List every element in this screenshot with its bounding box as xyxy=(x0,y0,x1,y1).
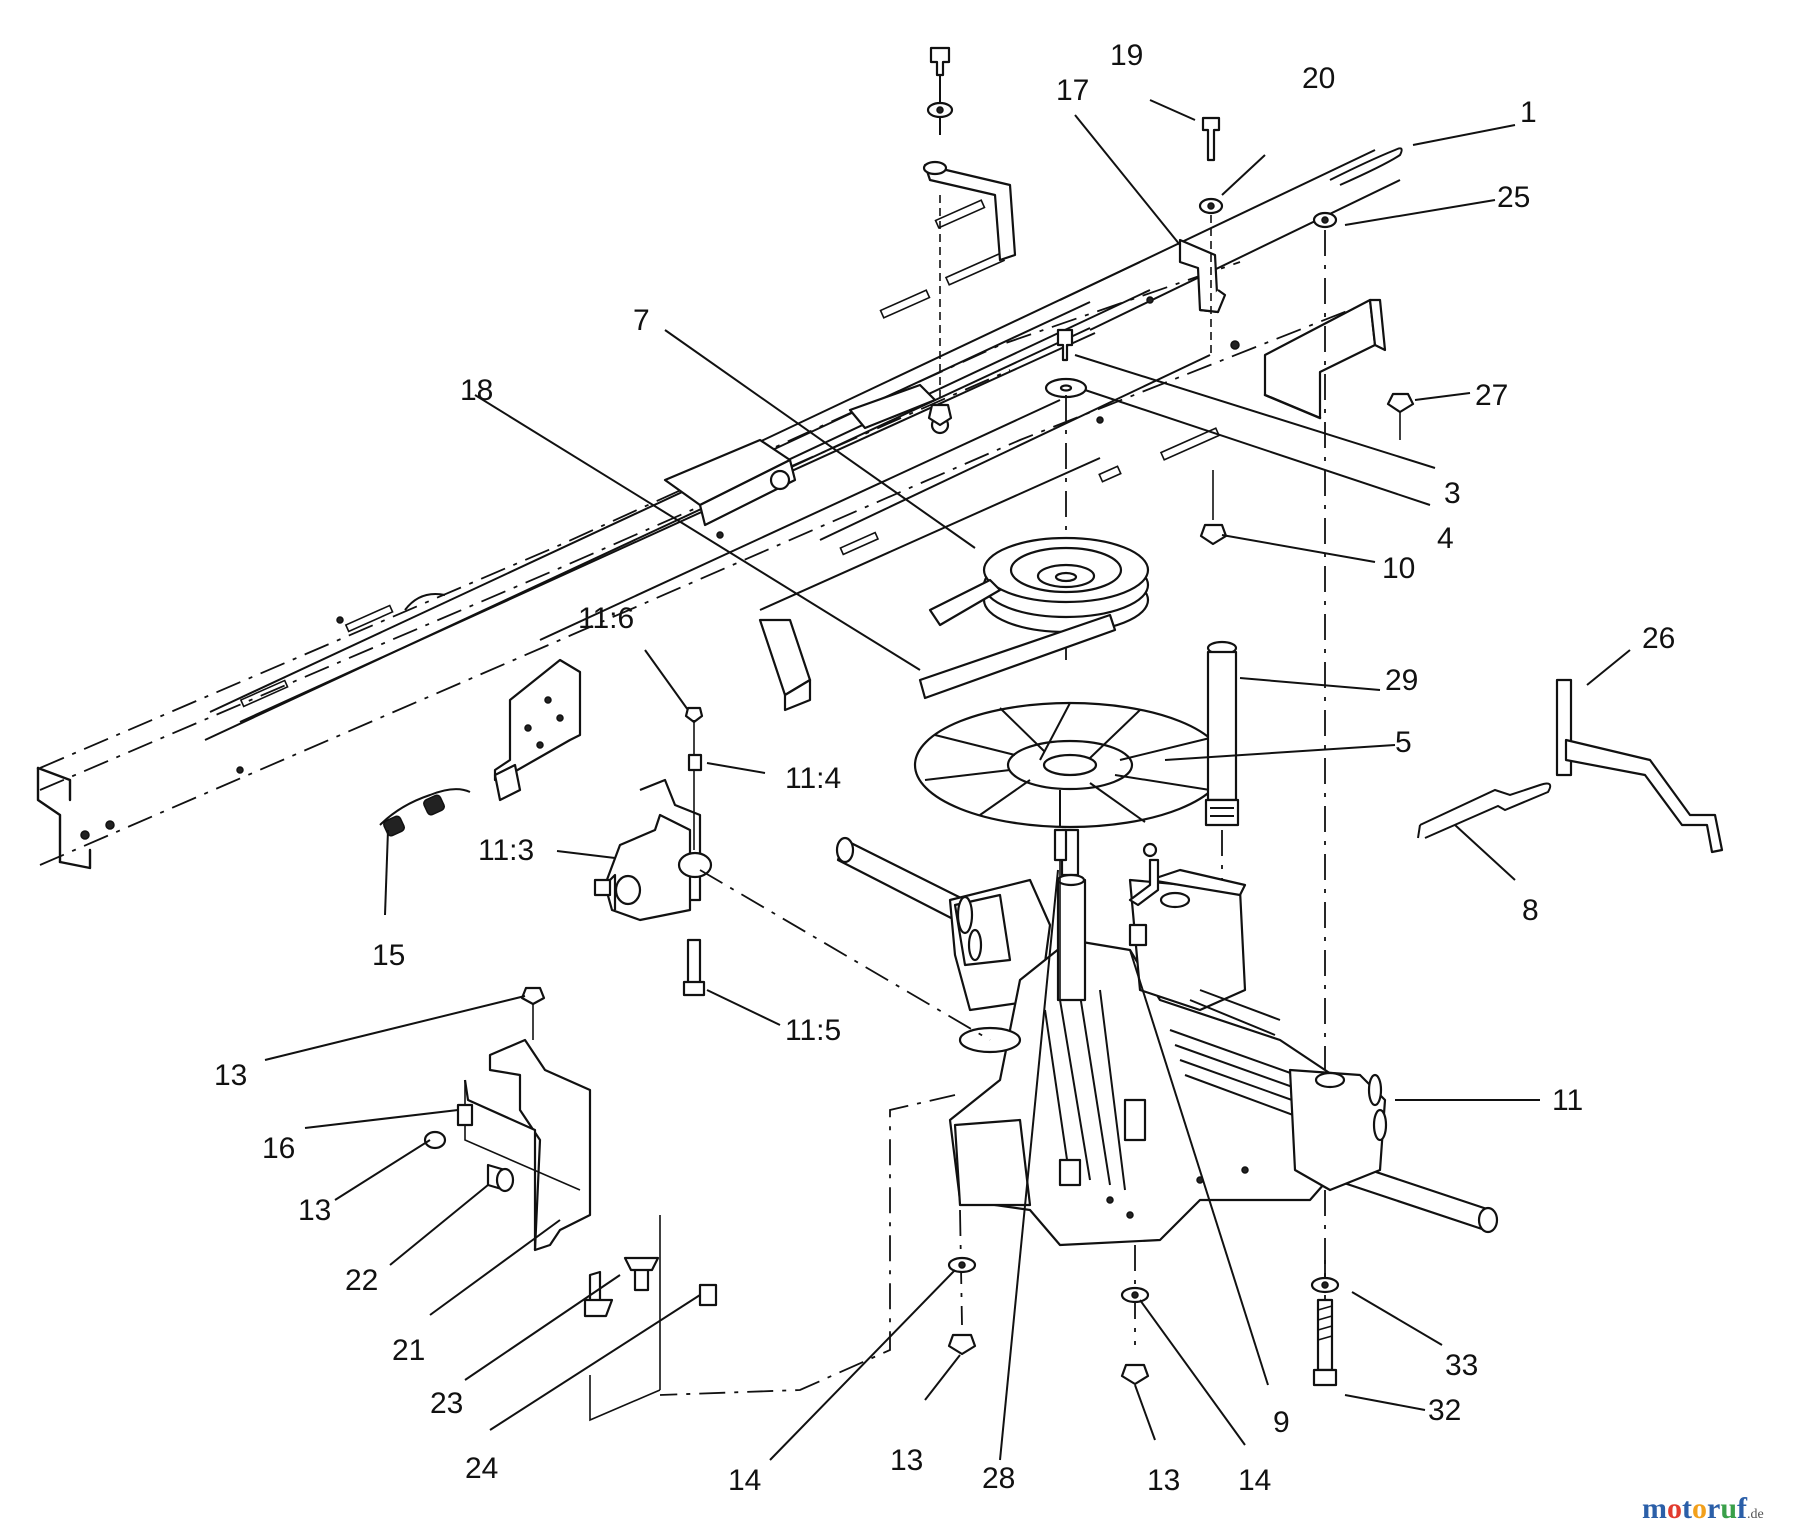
callout-25: 25 xyxy=(1497,181,1530,214)
callout-26: 26 xyxy=(1642,622,1675,655)
wm-o2: o xyxy=(1692,1492,1707,1525)
callout-10: 10 xyxy=(1382,552,1415,585)
wm-t: t xyxy=(1682,1492,1692,1525)
bottom-hardware xyxy=(947,1256,1340,1387)
callout-18: 18 xyxy=(460,374,493,407)
wm-suffix: .de xyxy=(1747,1507,1764,1522)
callout-13-bottom-right: 13 xyxy=(1147,1464,1180,1497)
callout-22: 22 xyxy=(345,1264,378,1297)
callout-14-right: 14 xyxy=(1238,1464,1271,1497)
callout-29: 29 xyxy=(1385,664,1418,697)
callout-5: 5 xyxy=(1395,726,1412,759)
callout-1: 1 xyxy=(1520,96,1537,129)
callout-23: 23 xyxy=(430,1387,463,1420)
spring-15 xyxy=(379,788,471,837)
pivot-bracket-11-3 xyxy=(593,706,991,1041)
cooling-fan xyxy=(913,701,1227,877)
callout-33: 33 xyxy=(1445,1349,1478,1382)
wm-u: u xyxy=(1720,1492,1737,1525)
callout-16: 16 xyxy=(262,1132,295,1165)
wm-m: m xyxy=(1642,1492,1667,1525)
callout-11-5: 11:5 xyxy=(785,1014,841,1047)
wm-o1: o xyxy=(1667,1492,1682,1525)
callout-21: 21 xyxy=(392,1334,425,1367)
upper-lever-bracket xyxy=(922,46,1017,427)
transaxle-housing xyxy=(835,836,1499,1247)
callout-32: 32 xyxy=(1428,1394,1461,1427)
callout-13-top: 13 xyxy=(214,1059,247,1092)
callout-24: 24 xyxy=(465,1452,498,1485)
callout-labels: 1 3 4 5 7 8 9 10 11 11:3 11:4 11:5 11:6 … xyxy=(214,39,1675,1497)
callout-13-mid: 13 xyxy=(298,1194,331,1227)
callout-9: 9 xyxy=(1273,1406,1290,1439)
leader-lines xyxy=(264,99,1631,1461)
stud-28 xyxy=(1053,828,1068,1000)
callout-14-left: 14 xyxy=(728,1464,761,1497)
callout-19: 19 xyxy=(1110,39,1143,72)
frame-rail xyxy=(36,149,1401,870)
wm-f: f xyxy=(1737,1492,1748,1525)
mount-plate-upper-left xyxy=(493,658,582,802)
drive-pulley xyxy=(982,395,1150,660)
callout-11: 11 xyxy=(1552,1084,1583,1117)
control-lever-26 xyxy=(1555,678,1724,854)
callout-7: 7 xyxy=(633,304,650,337)
callout-15: 15 xyxy=(372,939,405,972)
callout-8: 8 xyxy=(1522,894,1539,927)
pulley-fasteners xyxy=(1044,328,1228,546)
callout-4: 4 xyxy=(1437,522,1454,555)
callout-17: 17 xyxy=(1056,74,1089,107)
callout-3: 3 xyxy=(1444,477,1461,510)
motoruf-watermark: motoruf.de xyxy=(1642,1492,1764,1525)
callout-27: 27 xyxy=(1475,379,1508,412)
wm-r: r xyxy=(1707,1492,1720,1525)
callout-20: 20 xyxy=(1302,62,1335,95)
belt-guide xyxy=(918,578,1117,700)
callout-28: 28 xyxy=(982,1462,1015,1495)
callout-13-bottom-left: 13 xyxy=(890,1444,923,1477)
control-rod-29 xyxy=(1204,640,1240,905)
hardware-17-19-20 xyxy=(1178,116,1227,355)
link-rod-8 xyxy=(1417,782,1552,839)
callout-11-4: 11:4 xyxy=(785,762,841,795)
lower-bracket-21 xyxy=(423,986,718,1422)
callout-11-3: 11:3 xyxy=(478,834,534,867)
callout-11-6: 11:6 xyxy=(578,602,634,635)
